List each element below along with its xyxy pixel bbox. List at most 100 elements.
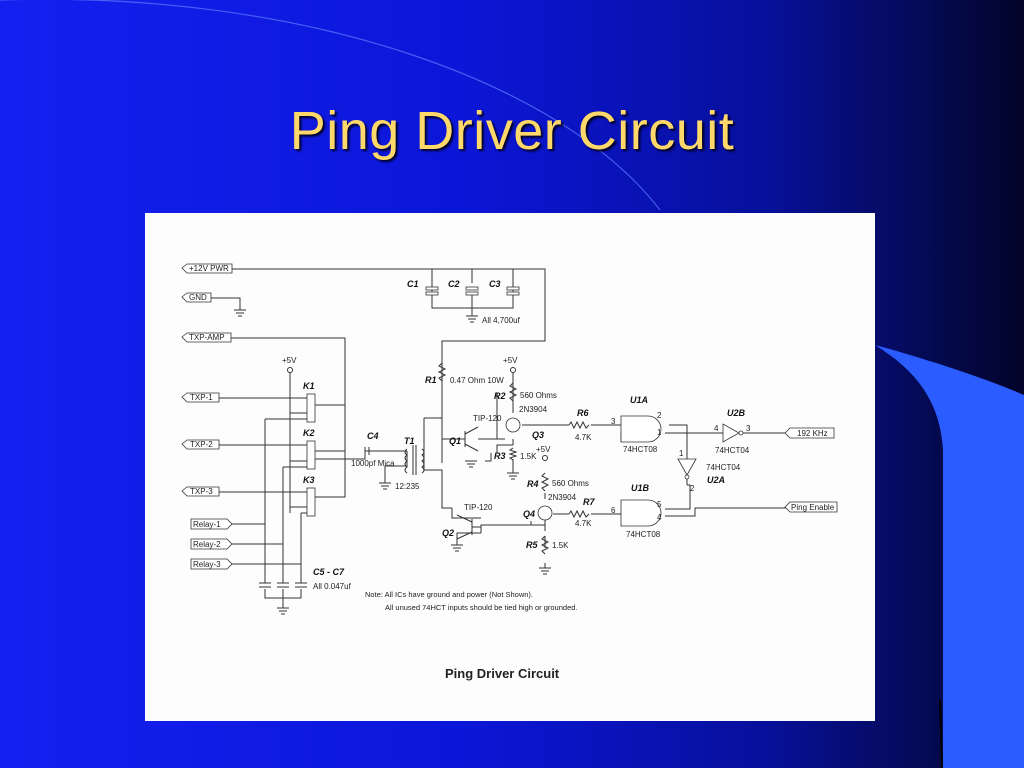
c4-label: C4 — [367, 431, 379, 441]
u1a-pin-2: 2 — [657, 411, 662, 420]
connector-gnd-label: GND — [189, 293, 207, 302]
r5-label: R5 — [526, 540, 538, 550]
r2-value: 560 Ohms — [520, 391, 557, 400]
connector-gnd: GND — [181, 292, 212, 303]
connector-txp-amp: TXP-AMP — [181, 332, 232, 343]
schematic-figure: +12V PWR GND TXP-AMP TXP-1 TXP-2 TXP-3 R… — [145, 213, 875, 721]
connector-txp-1: TXP-1 — [181, 392, 220, 403]
u1a-label: U1A — [630, 395, 648, 405]
r3-value: 1.5K — [520, 452, 537, 461]
c-bulk-value: All 4,700uf — [482, 316, 521, 325]
r3-label: R3 — [494, 451, 506, 461]
transistor-q3: 2N3904 Q3 — [505, 405, 548, 440]
capacitor-bank: C1 C2 C3 All 4,700uf — [407, 279, 521, 325]
rail-5v-a-label: +5V — [282, 356, 297, 365]
r1-label: R1 — [425, 375, 437, 385]
note-line-2: All unused 74HCT inputs should be tied h… — [385, 603, 578, 612]
c1-label: C1 — [407, 279, 419, 289]
c5c7-label: C5 - C7 — [313, 567, 345, 577]
inverter-u2a: U2A 74HCT04 1 2 — [677, 449, 741, 493]
capacitors-c5-c7: C5 - C7 All 0.047uf — [259, 567, 352, 591]
u2a-pin-1: 1 — [679, 449, 684, 458]
schematic-diagram: +12V PWR GND TXP-AMP TXP-1 TXP-2 TXP-3 R… — [181, 263, 838, 681]
q4-label: Q4 — [523, 509, 535, 519]
diagram-caption: Ping Driver Circuit — [445, 666, 560, 681]
u1b-pin-4: 4 — [657, 513, 662, 522]
transistor-q4: 2N3904 Q4 — [523, 493, 577, 521]
u2a-pin-2: 2 — [690, 484, 695, 493]
connector-12v-pwr-label: +12V PWR — [189, 264, 229, 273]
rail-5v-q3: +5V — [503, 356, 518, 373]
rail-5v-b-label: +5V — [503, 356, 518, 365]
k2-label: K2 — [303, 428, 315, 438]
u1b-pin-6: 6 — [611, 506, 616, 515]
q4-type: 2N3904 — [548, 493, 577, 502]
q2-type: TIP-120 — [464, 503, 493, 512]
r4-value: 560 Ohms — [552, 479, 589, 488]
r7-value: 4.7K — [575, 519, 592, 528]
u1b-type: 74HCT08 — [626, 530, 661, 539]
q3-label: Q3 — [532, 430, 544, 440]
resistor-r6: R6 4.7K — [568, 408, 592, 442]
u1a-pin-1: 1 — [657, 428, 662, 437]
u2b-label: U2B — [727, 408, 746, 418]
r7-label: R7 — [583, 497, 595, 507]
connector-ping-enable: Ping Enable — [784, 501, 838, 513]
connector-relay-3-label: Relay-3 — [193, 560, 221, 569]
connector-txp-1-label: TXP-1 — [190, 393, 213, 402]
resistor-r1: R1 0.47 Ohm 10W — [425, 362, 504, 385]
capacitor-c4: C4 1000pf Mica — [351, 431, 395, 468]
gate-u1a: U1A 74HCT08 3 2 1 — [611, 395, 662, 454]
connector-txp-2-label: TXP-2 — [190, 440, 213, 449]
transistor-q1: Q1 TIP-120 — [442, 414, 502, 452]
r5-value: 1.5K — [552, 541, 569, 550]
r1-value: 0.47 Ohm 10W — [450, 376, 504, 385]
c4-value: 1000pf Mica — [351, 459, 395, 468]
resistor-r2: R2 560 Ohms — [494, 382, 557, 402]
connector-12v-pwr: +12V PWR — [181, 263, 233, 274]
gate-u1b: U1B 74HCT08 6 5 4 — [611, 483, 662, 539]
connector-txp-2: TXP-2 — [181, 439, 220, 450]
connector-192-khz-label: 192 KHz — [797, 429, 828, 438]
accent-edge-line — [939, 699, 943, 768]
connector-txp-3: TXP-3 — [181, 486, 220, 497]
connector-txp-3-label: TXP-3 — [190, 487, 213, 496]
inverter-u2b: U2B 74HCT04 4 3 — [710, 408, 751, 455]
connector-relay-1: Relay-1 — [190, 518, 233, 530]
connector-relay-1-label: Relay-1 — [193, 520, 221, 529]
r4-label: R4 — [527, 479, 539, 489]
transistor-q2: Q2 TIP-120 — [442, 503, 493, 540]
rail-5v-q4: +5V — [536, 445, 551, 461]
relay-k3: K3 — [303, 475, 316, 517]
r2-label: R2 — [494, 391, 506, 401]
relay-k2: K2 — [303, 428, 316, 470]
u1b-label: U1B — [631, 483, 650, 493]
t1-label: T1 — [404, 436, 415, 446]
resistor-r4: R4 560 Ohms — [527, 472, 589, 492]
connector-ping-enable-label: Ping Enable — [791, 503, 835, 512]
connector-relay-3: Relay-3 — [190, 558, 233, 570]
relay-k1: K1 — [303, 381, 316, 423]
accent-swoosh-shape — [875, 345, 1024, 768]
q3-type: 2N3904 — [519, 405, 548, 414]
u1a-pin-3: 3 — [611, 417, 616, 426]
rail-5v-c-label: +5V — [536, 445, 551, 454]
t1-ratio: 12:235 — [395, 482, 420, 491]
transformer-t1: T1 12:235 — [395, 436, 425, 491]
c3-label: C3 — [489, 279, 501, 289]
u2b-pin-3: 3 — [746, 424, 751, 433]
u2b-pin-4: 4 — [714, 424, 719, 433]
k3-label: K3 — [303, 475, 315, 485]
connector-192-khz: 192 KHz — [784, 427, 835, 439]
slide-title: Ping Driver Circuit — [289, 101, 735, 161]
connector-relay-2-label: Relay-2 — [193, 540, 221, 549]
connector-relay-2: Relay-2 — [190, 538, 233, 550]
ground-symbols — [234, 309, 551, 615]
resistor-r7: R7 4.7K — [568, 497, 595, 528]
u1a-type: 74HCT08 — [623, 445, 658, 454]
q2-label: Q2 — [442, 528, 454, 538]
u1b-pin-5: 5 — [657, 500, 662, 509]
q1-type: TIP-120 — [473, 414, 502, 423]
u2b-type: 74HCT04 — [715, 446, 750, 455]
